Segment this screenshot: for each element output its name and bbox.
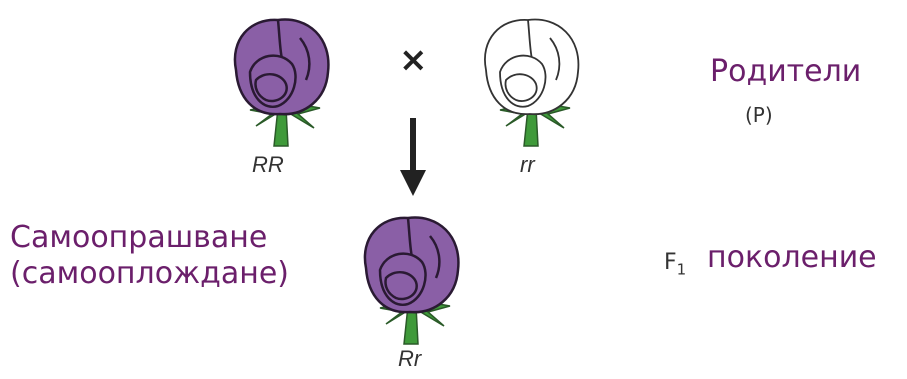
cross-symbol: × bbox=[399, 40, 428, 80]
parents-label: Родители bbox=[710, 54, 861, 90]
genotype-hybrid: Rr bbox=[398, 346, 421, 372]
petals-icon bbox=[235, 20, 329, 115]
down-arrow-icon bbox=[398, 118, 428, 198]
petals-icon bbox=[365, 218, 459, 313]
offspring-flower-rr-hybrid bbox=[350, 208, 475, 348]
self-pollination-label-line2: (самооплождане) bbox=[10, 256, 289, 292]
parent-flower-rr-recessive bbox=[470, 10, 595, 150]
genotype-rr-dominant: RR bbox=[252, 152, 284, 178]
petals-icon bbox=[485, 20, 579, 115]
f1-generation-label: поколение bbox=[707, 240, 877, 276]
genotype-rr-recessive: rr bbox=[520, 152, 535, 178]
f1-symbol-base: F bbox=[664, 250, 677, 275]
f1-symbol: F1 bbox=[664, 250, 686, 278]
parent-flower-rr-dominant bbox=[220, 10, 345, 150]
f1-symbol-sub: 1 bbox=[677, 260, 687, 278]
parents-sub-label: (P) bbox=[745, 103, 773, 127]
self-pollination-label-line1: Самоопрашване bbox=[10, 220, 267, 256]
